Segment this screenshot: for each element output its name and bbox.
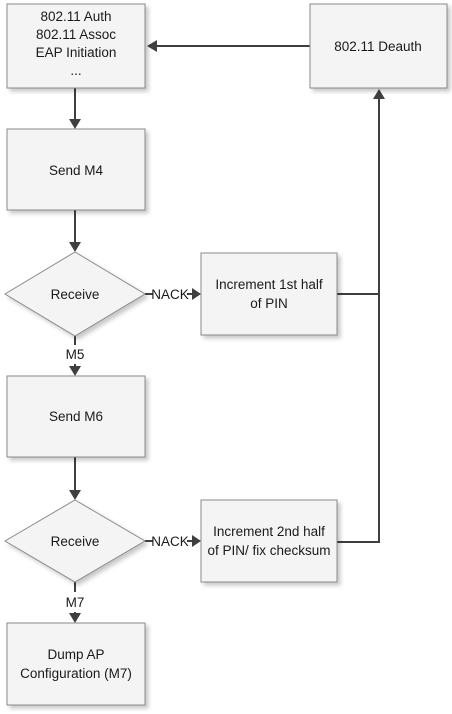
init-line-4: ... (70, 63, 81, 78)
receive-1-label: Receive (51, 287, 100, 302)
connector-increment-2-to-bus (337, 98, 380, 543)
arrowhead-send-m6 (69, 366, 81, 376)
arrowhead-receive-2 (69, 490, 81, 500)
increment-1-line-2: of PIN (250, 296, 288, 311)
send-m4-label: Send M4 (49, 163, 104, 178)
node-receive-1: Receive (4, 251, 146, 337)
init-line-2: 802.11 Assoc (36, 27, 116, 42)
arrowhead-init (147, 40, 157, 52)
send-m6-label: Send M6 (49, 409, 103, 424)
dump-line-1: Dump AP (47, 647, 104, 662)
deauth-label: 802.11 Deauth (334, 39, 422, 54)
arrowhead-increment-1 (192, 288, 201, 300)
node-receive-2: Receive (4, 499, 146, 583)
arrowhead-receive-1 (69, 242, 81, 252)
increment-2-line-1: Increment 2nd half (213, 524, 325, 539)
arrowhead-dump (69, 613, 81, 623)
node-init: 802.11 Auth 802.11 Assoc EAP Initiation … (6, 3, 146, 89)
node-send-m4: Send M4 (6, 128, 146, 211)
init-line-3: EAP Initiation (36, 45, 117, 60)
edge-label-nack-2: NACK (151, 534, 189, 549)
init-line-1: 802.11 Auth (40, 9, 111, 24)
increment-1-line-1: Increment 1st half (215, 277, 323, 292)
node-send-m6: Send M6 (6, 375, 146, 458)
node-increment-2: Increment 2nd half of PIN/ fix checksum (200, 499, 338, 583)
edge-label-m5: M5 (66, 347, 85, 362)
increment-2-line-2: of PIN/ fix checksum (207, 543, 330, 558)
connectors (69, 40, 385, 623)
node-increment-1: Increment 1st half of PIN (200, 252, 338, 336)
dump-line-2: Configuration (M7) (20, 666, 132, 681)
receive-2-label: Receive (51, 534, 100, 549)
node-dump: Dump AP Configuration (M7) (6, 622, 146, 706)
arrowhead-deauth (373, 89, 385, 99)
edge-label-m7: M7 (66, 595, 85, 610)
arrowhead-send-m4 (69, 119, 81, 129)
node-deauth: 802.11 Deauth (309, 3, 448, 89)
arrowhead-increment-2 (192, 535, 201, 547)
edge-label-nack-1: NACK (151, 287, 189, 302)
